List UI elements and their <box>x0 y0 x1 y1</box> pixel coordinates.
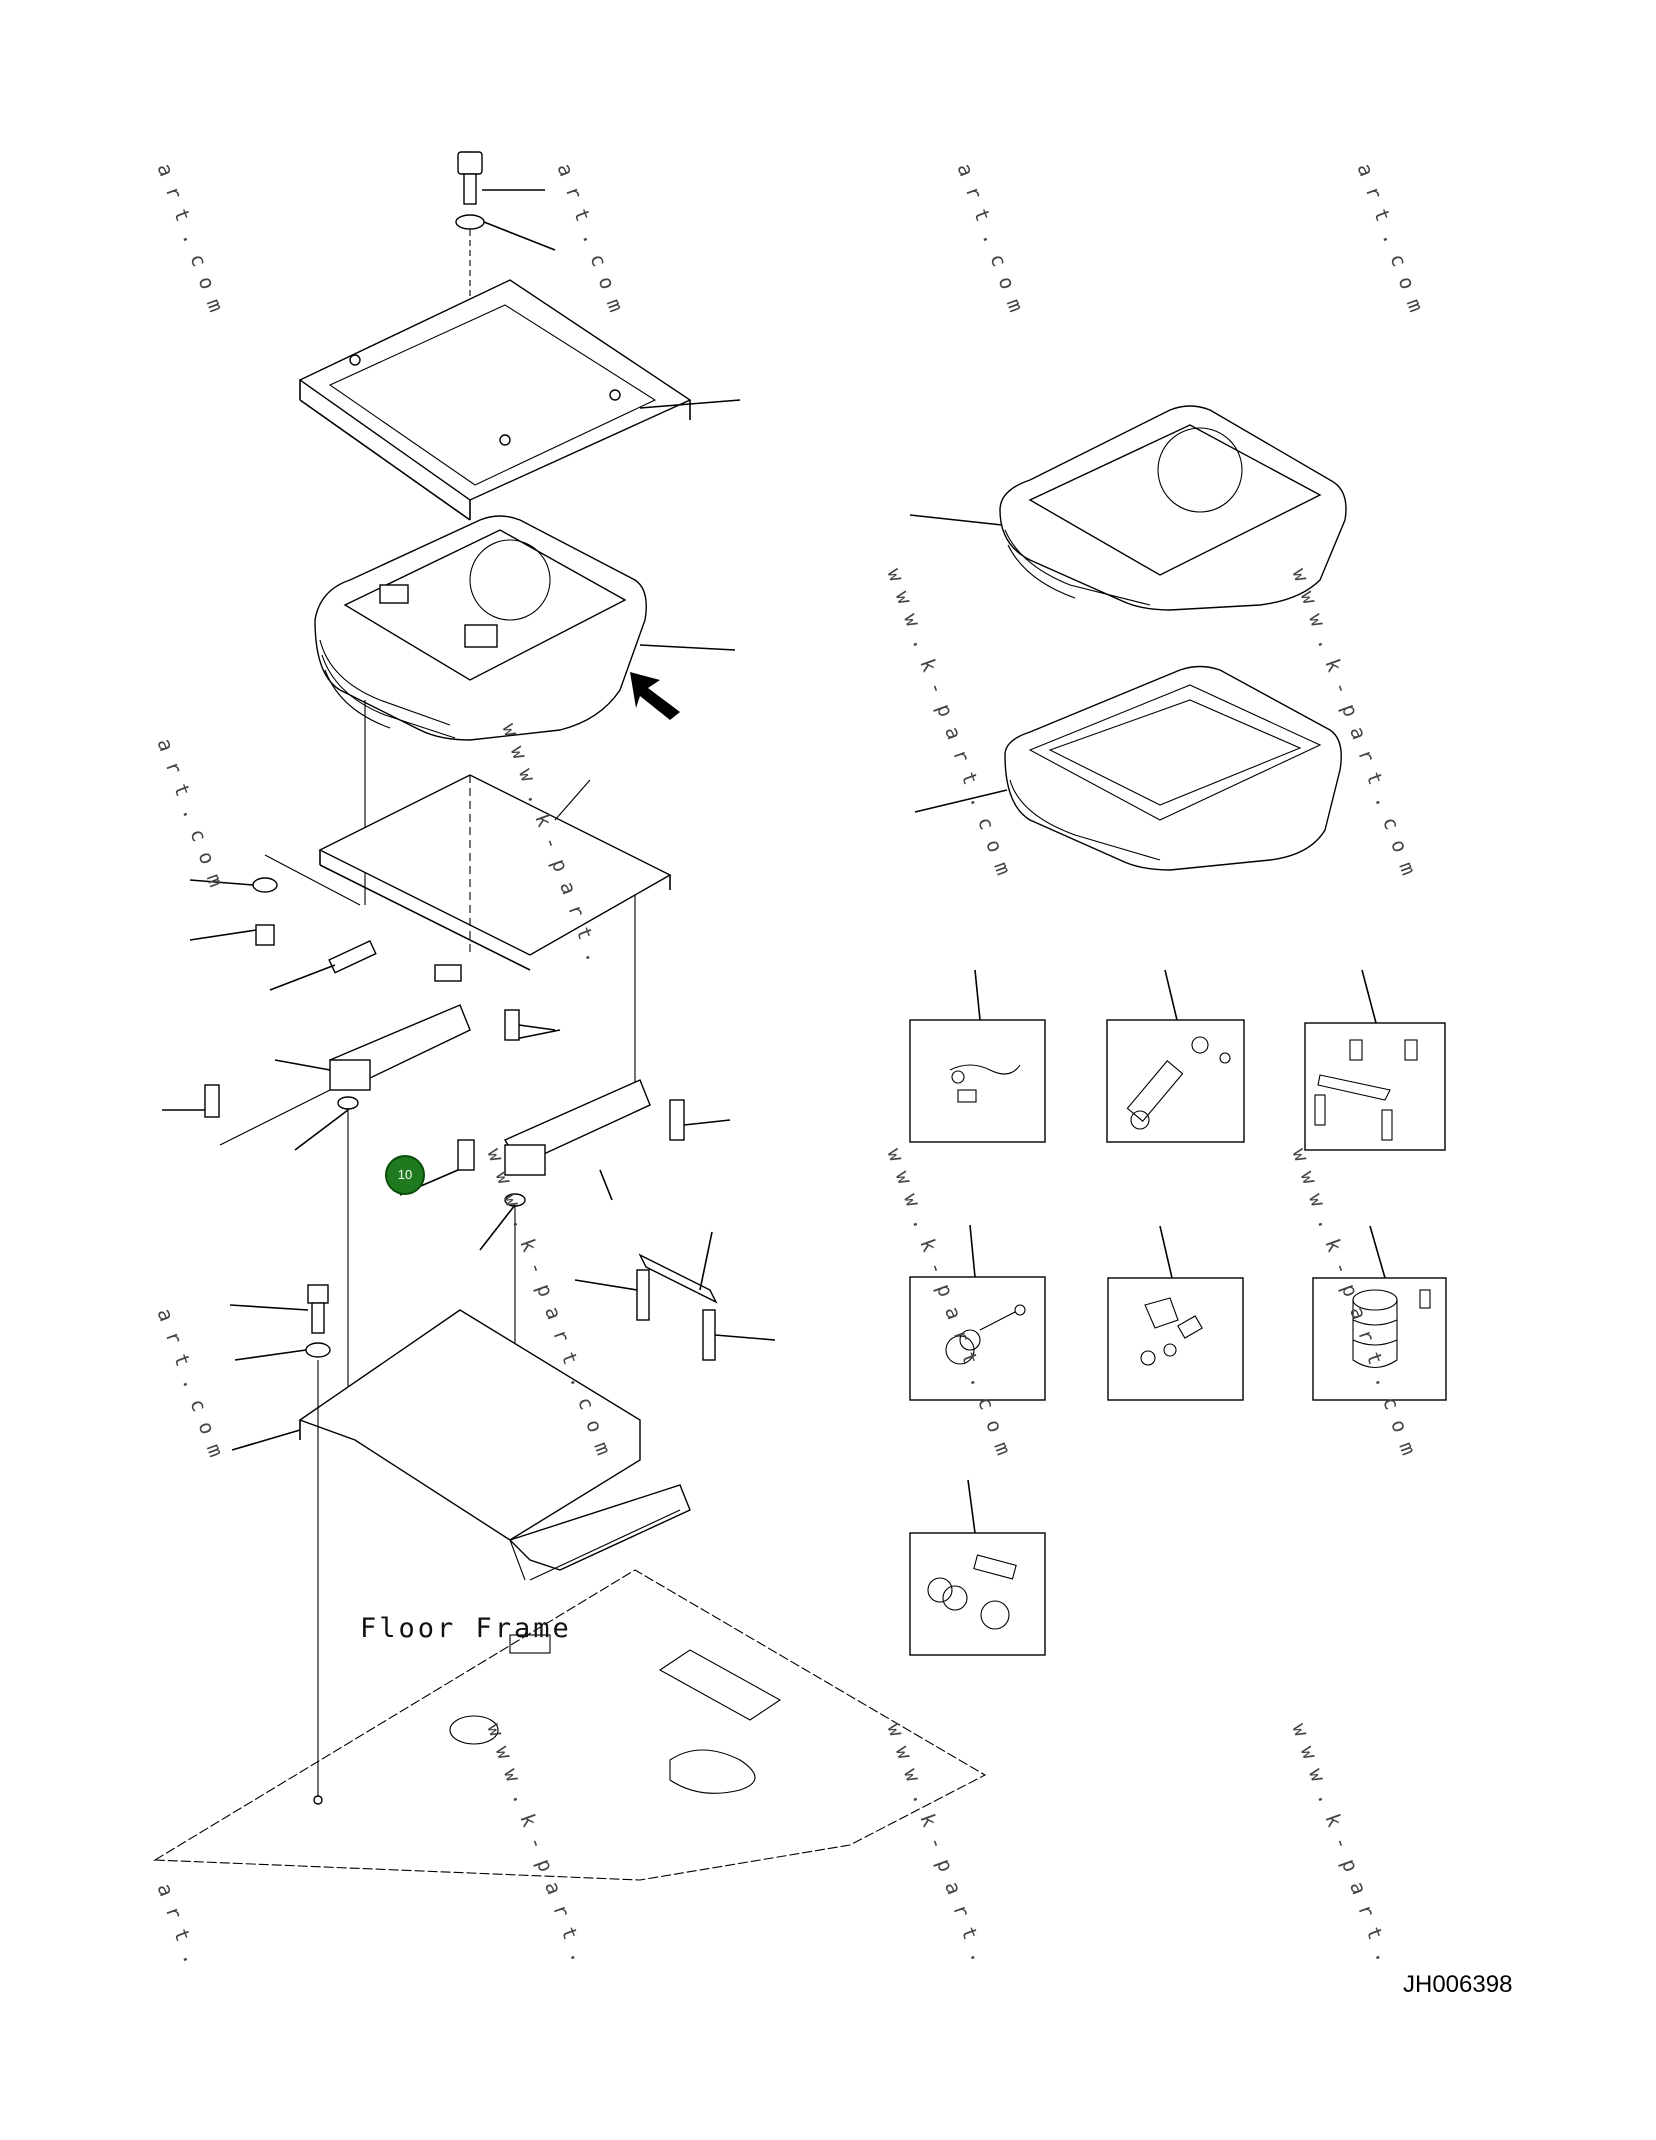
top-mount-plate <box>298 279 741 521</box>
mid-plate <box>318 774 672 1100</box>
seat-suspension-right <box>909 405 1347 611</box>
left-washer-bolt <box>189 854 462 991</box>
kit-box-3 <box>1304 969 1446 1151</box>
drawing-code: JH006398 <box>1403 1971 1513 1998</box>
floor-frame <box>153 1360 987 1881</box>
kit-box-7 <box>909 1479 1046 1656</box>
direction-arrow <box>630 672 680 720</box>
top-bolt <box>455 151 556 300</box>
kit-box-6 <box>1312 1225 1447 1401</box>
kit-box-5 <box>1107 1225 1244 1401</box>
slide-rails <box>162 1004 731 1485</box>
kit-box-1 <box>909 969 1046 1143</box>
seat-cover-right <box>914 665 1342 871</box>
part-callout-10[interactable]: 10 <box>385 1155 425 1195</box>
floor-frame-label: Floor Frame <box>360 1613 572 1644</box>
lower-riser-frame <box>231 1309 691 1581</box>
lower-bolts <box>229 1231 776 1361</box>
seat-suspension-left <box>314 515 736 905</box>
kit-box-2 <box>1106 969 1245 1143</box>
kit-box-4 <box>909 1224 1046 1401</box>
